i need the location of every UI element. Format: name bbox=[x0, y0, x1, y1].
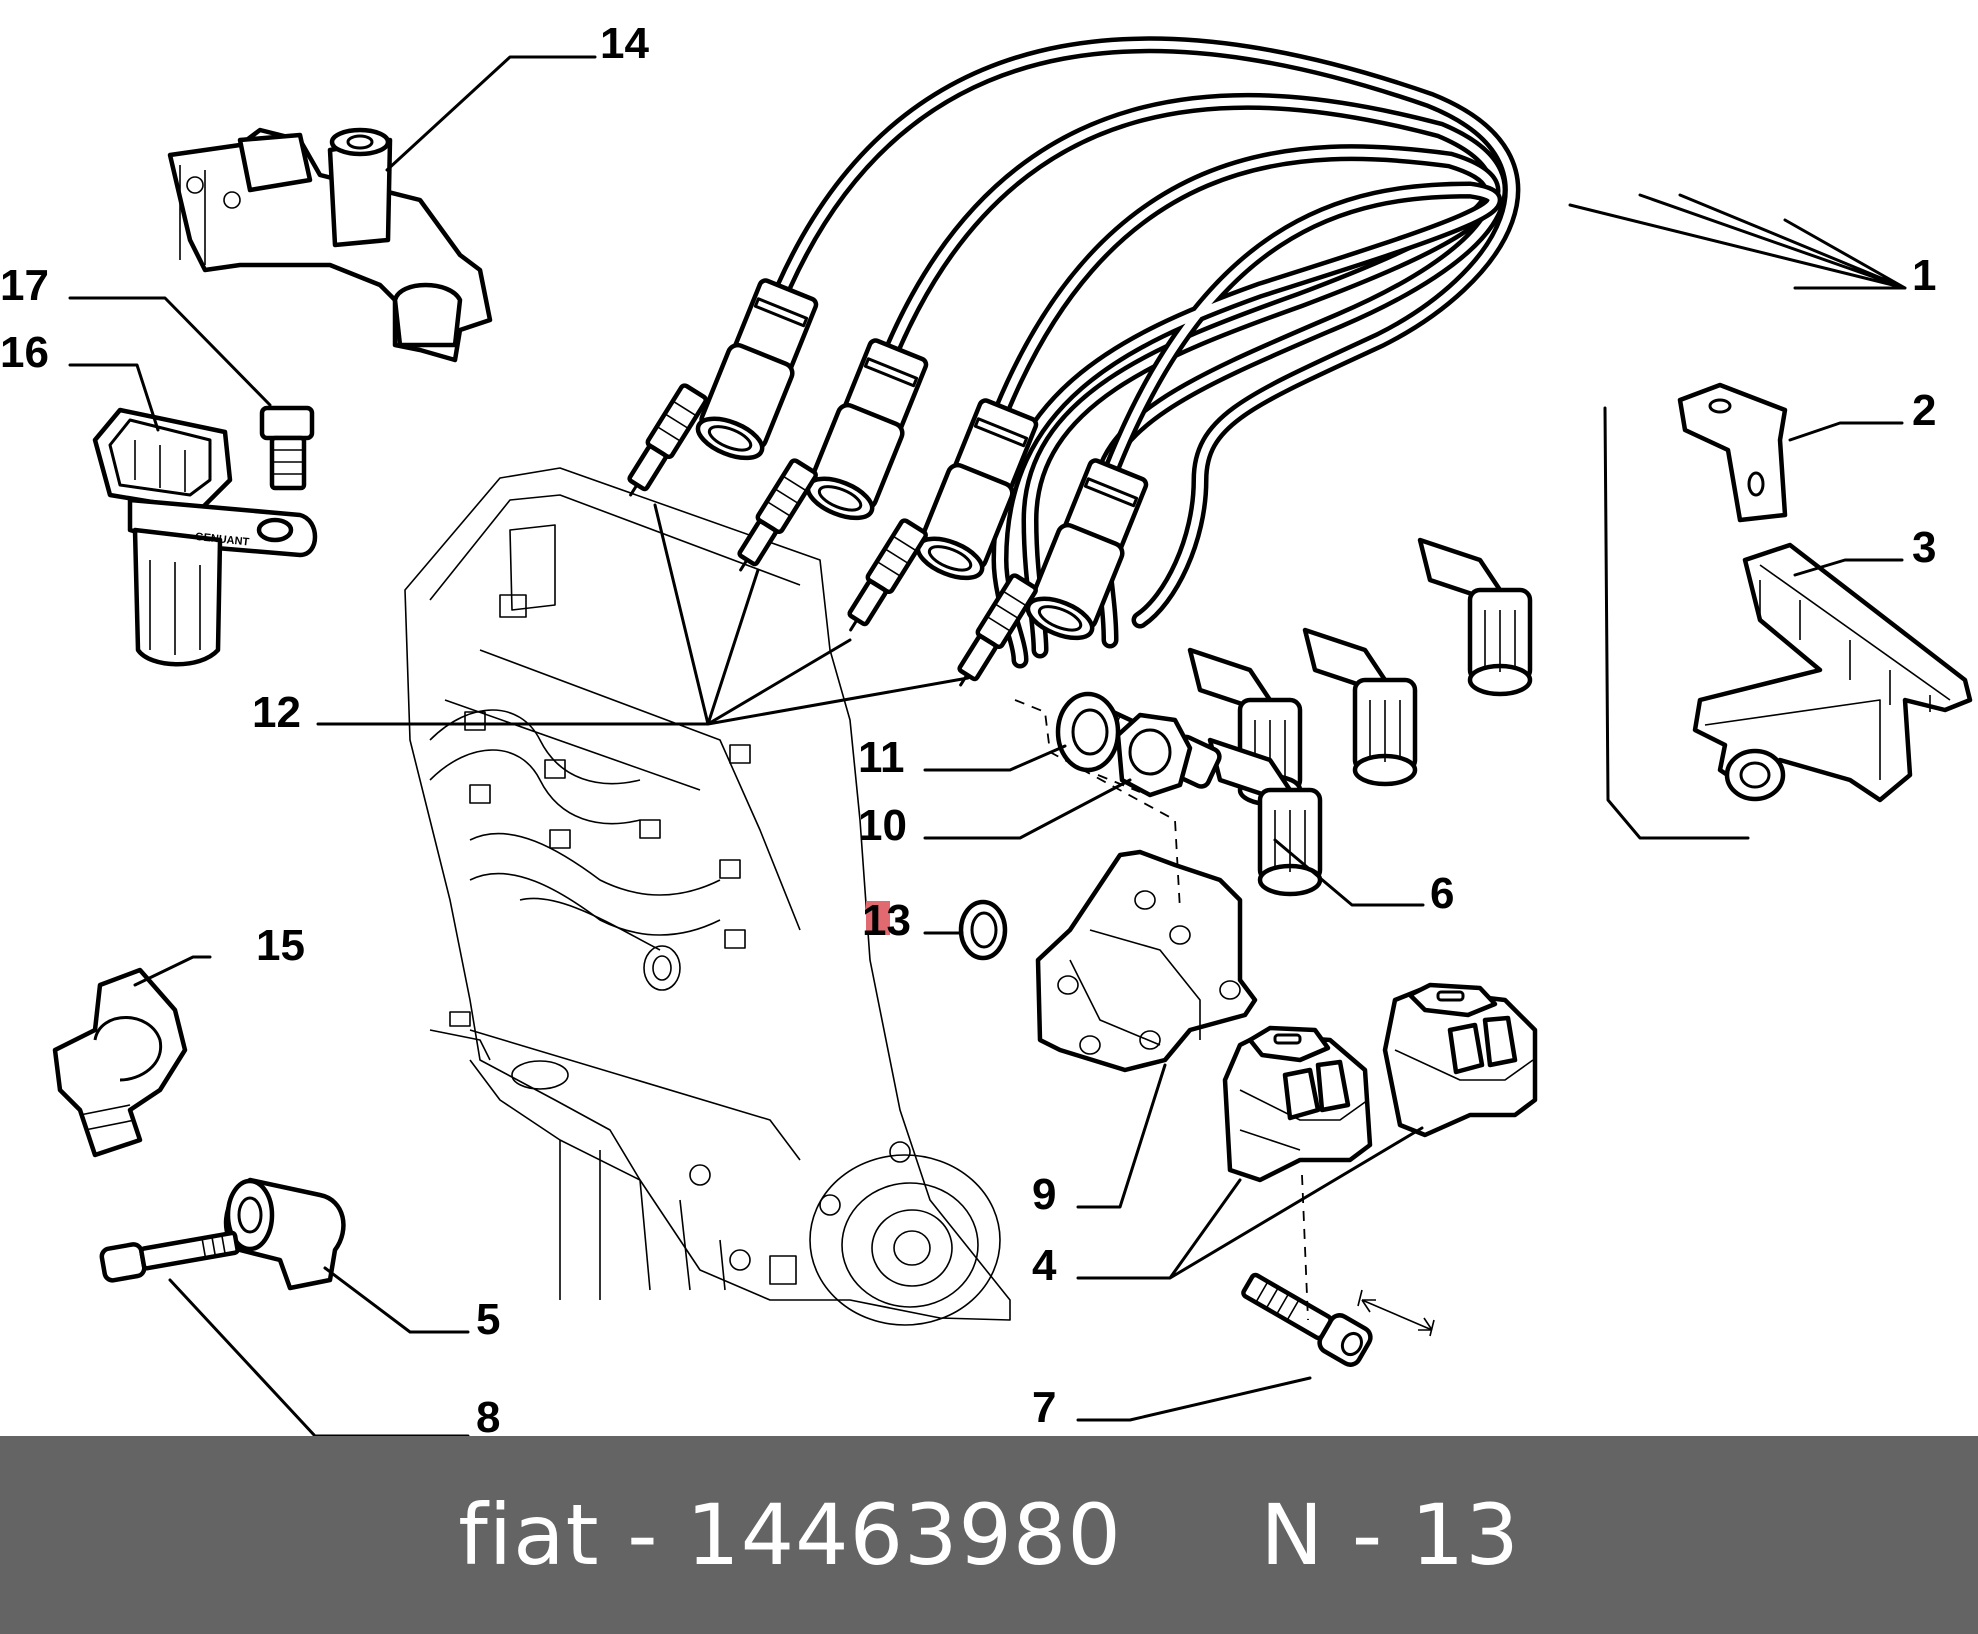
callout-6: 6 bbox=[1430, 869, 1454, 918]
part-2-bracket bbox=[1677, 382, 1788, 523]
ignition-cable-set bbox=[761, 36, 1521, 669]
part-14-housing bbox=[167, 127, 493, 363]
leader-14 bbox=[385, 55, 597, 172]
leader-12 bbox=[316, 503, 970, 726]
callout-8: 8 bbox=[476, 1393, 500, 1436]
leader-11 bbox=[923, 744, 1067, 772]
part-17-bolt bbox=[259, 405, 315, 491]
leader-3 bbox=[1793, 558, 1904, 577]
callout-2: 2 bbox=[1912, 386, 1936, 435]
leader-3-bracket bbox=[1603, 406, 1750, 840]
leader-5 bbox=[323, 1266, 470, 1334]
callout-labels: 1 2 3 4 5 6 7 8 9 10 11 12 13 14 15 16 1… bbox=[0, 19, 1936, 1436]
leader-1 bbox=[1568, 193, 1907, 290]
leader-7 bbox=[1076, 1376, 1312, 1422]
leader-10 bbox=[923, 778, 1132, 840]
part-7-bolt bbox=[1241, 1272, 1435, 1367]
footer-position-prefix: N bbox=[1260, 1486, 1325, 1584]
callout-9: 9 bbox=[1032, 1170, 1056, 1219]
footer-position-number: 13 bbox=[1410, 1486, 1520, 1584]
part-8-bolt bbox=[99, 1230, 240, 1283]
leader-2 bbox=[1788, 421, 1904, 442]
footer-brand: fiat bbox=[458, 1486, 600, 1584]
callout-4: 4 bbox=[1032, 1241, 1057, 1290]
callout-12: 12 bbox=[252, 688, 301, 737]
ignition-cable-boots-left bbox=[695, 278, 1149, 641]
leader-lines bbox=[68, 55, 1907, 1436]
leader-15 bbox=[133, 955, 212, 987]
leader-6 bbox=[1273, 838, 1425, 907]
leader-8 bbox=[168, 1278, 470, 1436]
footer-part-number: 14463980 bbox=[686, 1486, 1122, 1584]
part-9-mount-flange bbox=[1035, 849, 1258, 1073]
footer-separator: - bbox=[627, 1486, 659, 1584]
leader-9 bbox=[1076, 1063, 1167, 1209]
callout-13-highlight bbox=[866, 901, 890, 935]
callout-1: 1 bbox=[1912, 251, 1936, 300]
part-info-footer: fiat - 14463980 N - 13 bbox=[0, 1436, 1978, 1634]
callout-5: 5 bbox=[476, 1295, 500, 1344]
parts-diagram: GENUANT bbox=[0, 19, 1973, 1436]
callout-17: 17 bbox=[0, 261, 49, 310]
callout-7: 7 bbox=[1032, 1383, 1056, 1432]
callout-3: 3 bbox=[1912, 523, 1936, 572]
callout-14: 14 bbox=[600, 19, 649, 68]
leader-16 bbox=[68, 363, 160, 432]
leader-4 bbox=[1076, 1126, 1424, 1280]
part-15-clip bbox=[52, 967, 188, 1158]
callout-10: 10 bbox=[858, 801, 907, 850]
callout-16: 16 bbox=[0, 328, 49, 377]
callout-11: 11 bbox=[858, 733, 905, 782]
part-16-sensor: GENUANT bbox=[92, 407, 318, 667]
spark-plugs bbox=[627, 383, 1038, 687]
part-5-knock-sensor bbox=[223, 1177, 346, 1291]
part-11-washer bbox=[1055, 691, 1121, 773]
leader-17 bbox=[68, 296, 272, 407]
callout-15: 15 bbox=[256, 921, 305, 970]
part-10-nut bbox=[1115, 712, 1193, 798]
callout-13: 13 bbox=[862, 896, 911, 945]
part-16-stamp: GENUANT bbox=[194, 531, 250, 549]
ignition-cable-boots-right bbox=[1187, 537, 1533, 897]
footer-position-separator: - bbox=[1351, 1486, 1384, 1584]
part-3-coil-bracket bbox=[1692, 542, 1973, 803]
part-13-seal-ring bbox=[958, 899, 1008, 961]
part-4-ignition-coils bbox=[1222, 982, 1538, 1183]
engine-block bbox=[404, 467, 1011, 1326]
